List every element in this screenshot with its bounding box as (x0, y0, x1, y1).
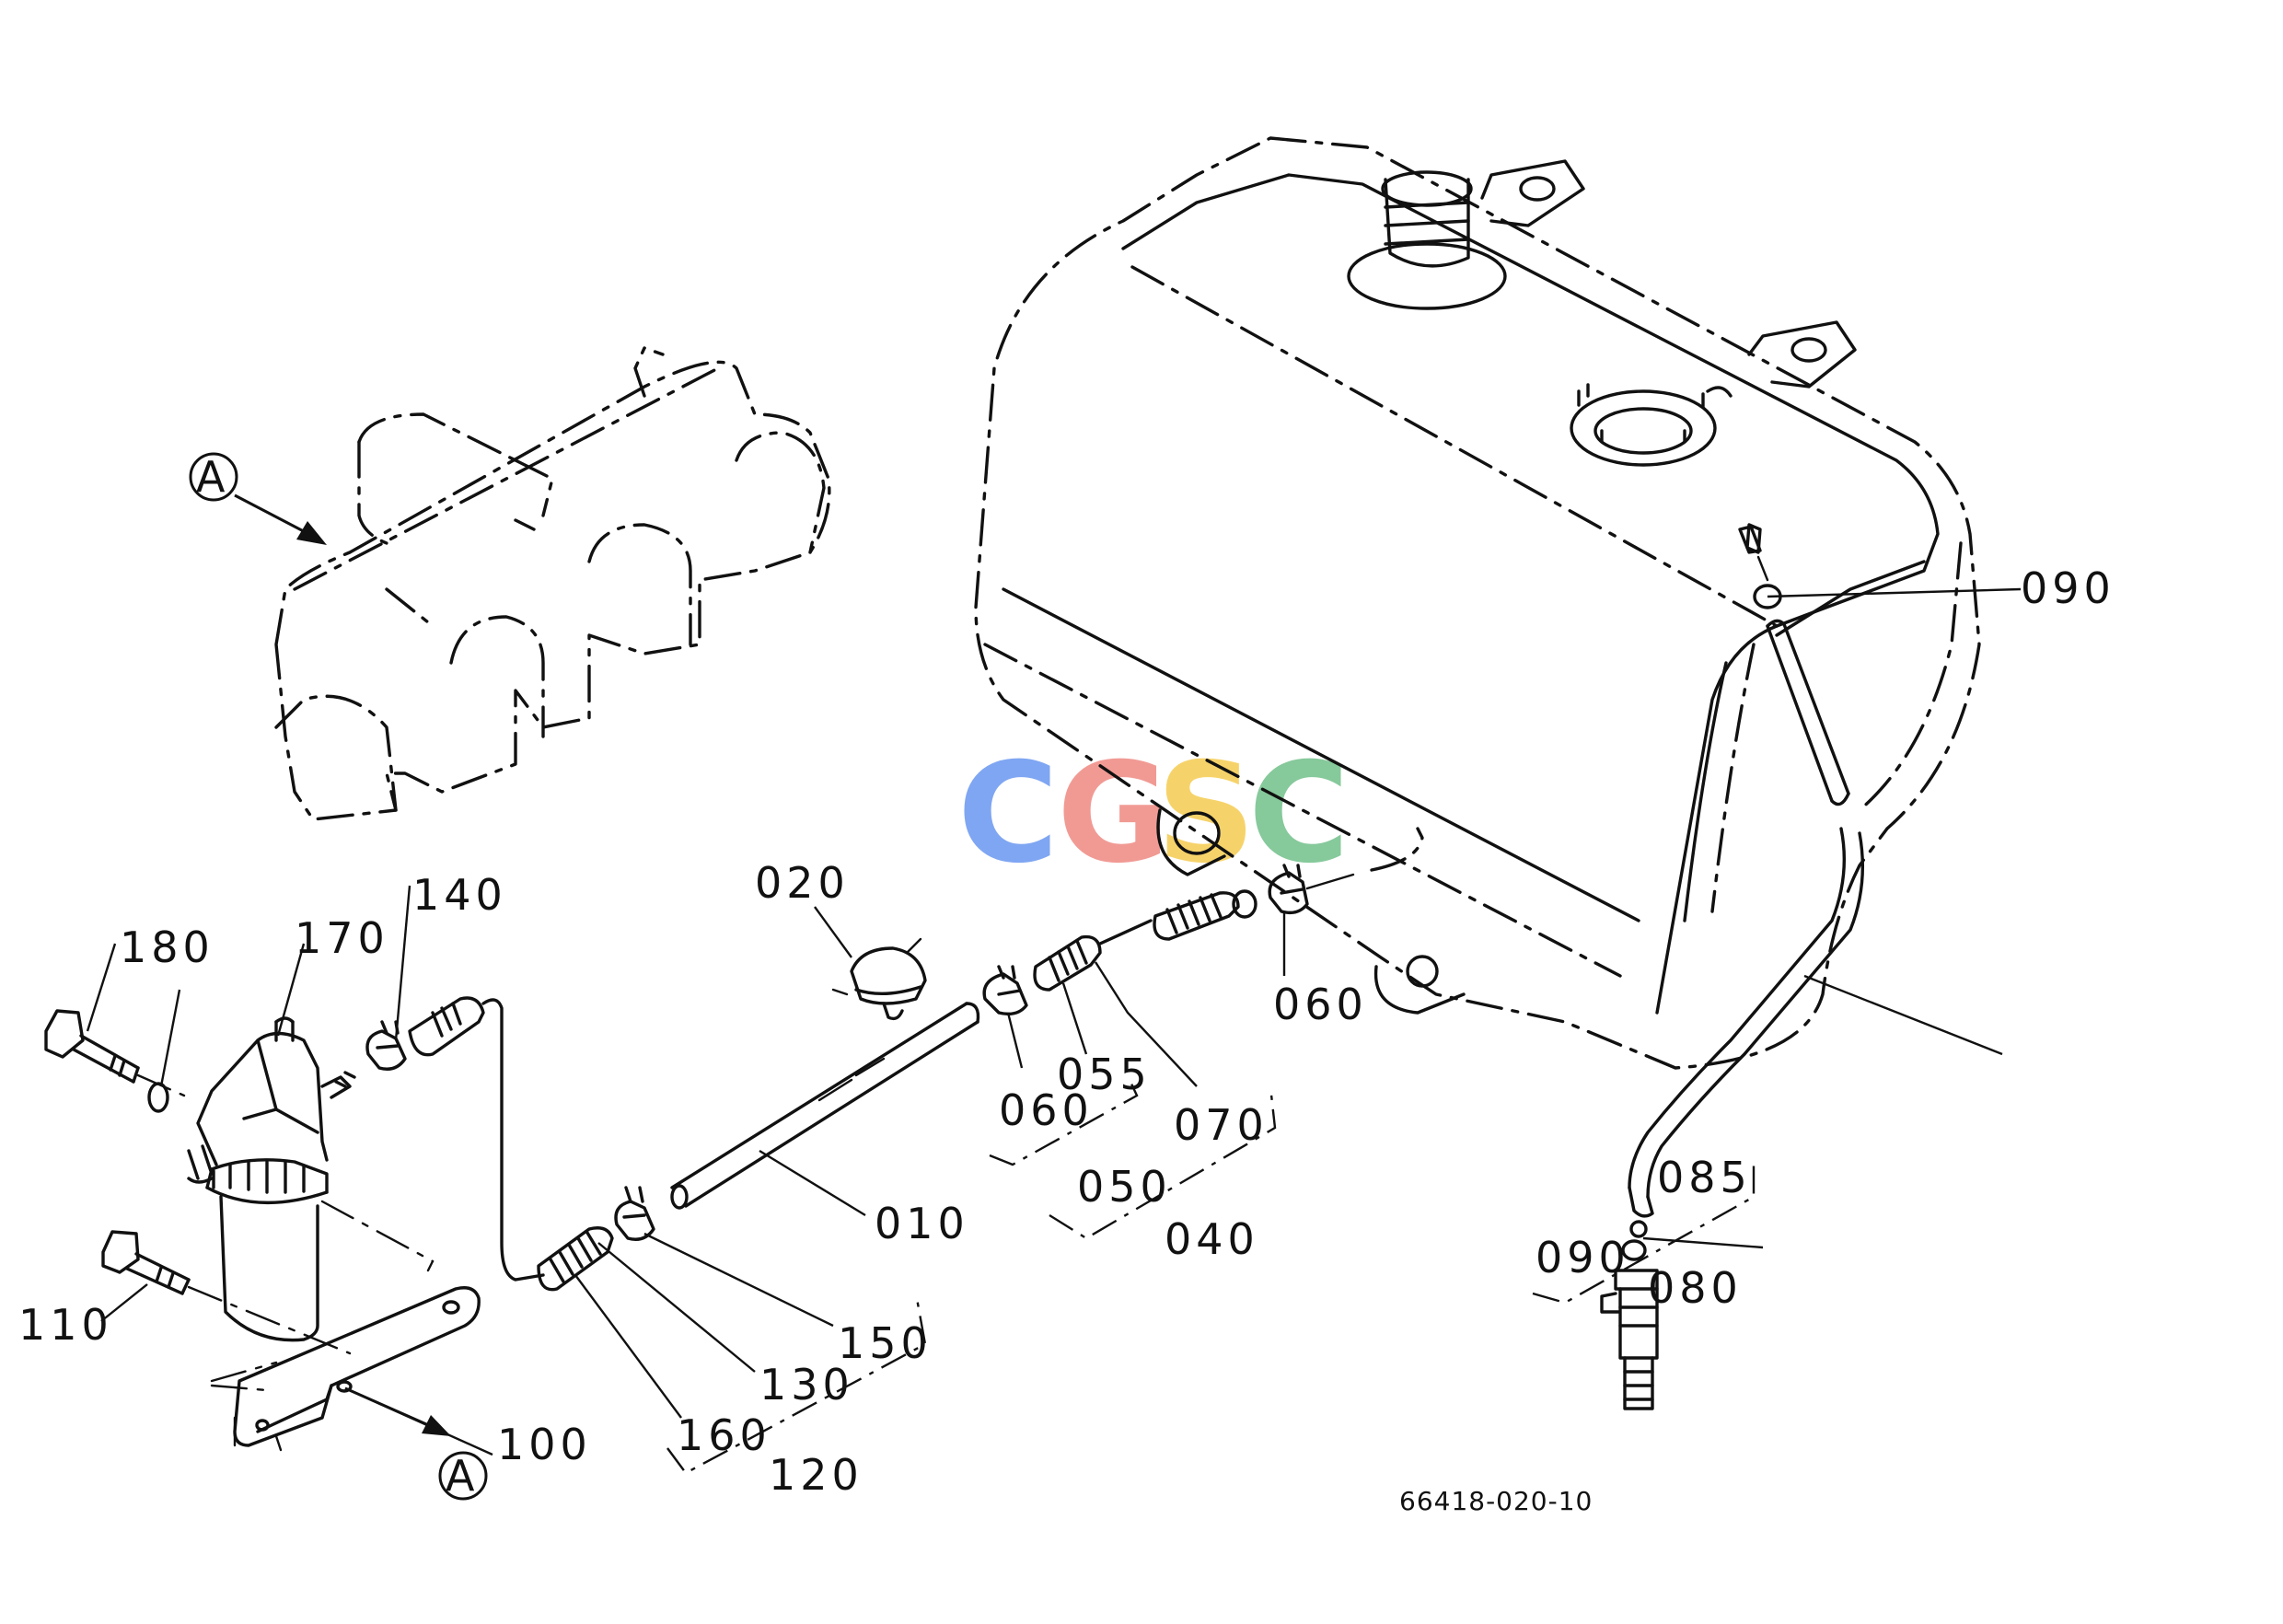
callout-060-left: 060 (999, 1085, 1094, 1135)
clamp-020 (831, 937, 927, 1021)
clamp-060-left (982, 965, 1028, 1016)
hose-070 (1153, 889, 1257, 941)
callout-140-upper: 140 (412, 870, 507, 920)
callout-090-top: 090 (2021, 563, 2115, 613)
callout-080: 080 (1648, 1263, 1743, 1313)
pipe-010 (670, 1002, 980, 1210)
callout-160: 170 (295, 913, 389, 963)
hose-150 (537, 1226, 614, 1292)
callout-020: 020 (755, 858, 850, 908)
drawing-number: 66418-020-10 (1399, 1486, 1593, 1516)
callout-055: 055 (1057, 1050, 1152, 1099)
callout-labels: 090 060 055 060 070 050 040 085 090 080 … (18, 563, 2115, 1500)
watermark-letter-1: C (957, 734, 1059, 894)
callout-100: 100 (497, 1420, 592, 1469)
callout-110: 110 (18, 1300, 113, 1350)
callout-130: 130 (759, 1360, 854, 1409)
callout-060-right: 060 (1273, 980, 1368, 1029)
clamp-140-lower (614, 1186, 655, 1241)
bolt-110 (101, 1230, 352, 1355)
view-marker-a-bottom: A (344, 1386, 488, 1501)
view-marker-a-top: A (189, 452, 327, 545)
callout-150: 160 (677, 1410, 771, 1460)
view-marker-a-top-label: A (196, 452, 226, 502)
bracket-100 (210, 1259, 481, 1452)
callout-040: 040 (1165, 1214, 1259, 1264)
exhaust-manifold (274, 346, 831, 821)
callout-140-lower: 150 (838, 1318, 933, 1368)
group-brackets (666, 1081, 1756, 1475)
callout-170: 180 (120, 922, 214, 972)
fuel-filter-assembly (187, 1016, 435, 1383)
hose-end-upper (408, 996, 545, 1282)
callout-085: 085 (1657, 1153, 1752, 1202)
hose-085 (1628, 619, 1865, 1218)
callout-120: 120 (769, 1450, 863, 1500)
fuel-tank (974, 136, 1981, 1070)
callout-050: 050 (1077, 1162, 1172, 1212)
injector-fitting (1600, 1220, 1659, 1410)
clamp-060-right (1268, 864, 1355, 915)
watermark-logo: C G S C (957, 734, 1350, 894)
clamp-140-upper (334, 1020, 407, 1088)
hose-055 (1033, 919, 1153, 992)
watermark-letter-2: G (1057, 734, 1170, 894)
callout-090-bottom: 090 (1536, 1233, 1630, 1282)
callout-010: 010 (875, 1199, 969, 1248)
view-marker-a-bottom-label: A (446, 1451, 475, 1501)
bolt-170 (44, 1009, 186, 1097)
callout-070: 070 (1174, 1100, 1269, 1150)
leader-lines (86, 587, 2022, 1456)
washer-180 (147, 1082, 169, 1113)
